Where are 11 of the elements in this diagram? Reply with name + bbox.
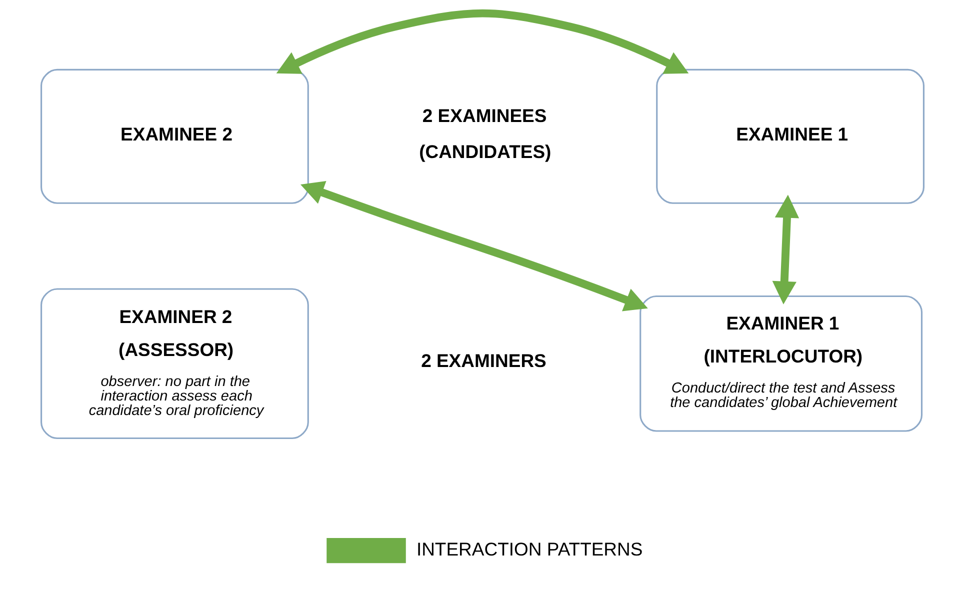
- label: 2 EXAMINERS: [420, 350, 546, 372]
- label: 2 EXAMINEES: [422, 105, 546, 126]
- node-box: EXAMINEE 2: [40, 68, 308, 204]
- arrow: [276, 9, 688, 74]
- node-box: EXAMINER 1 (INTERLOCUTOR) Conduct/direct the test and Assess the candidates’ global Achievement: [639, 295, 922, 432]
- arrow: [772, 194, 799, 304]
- arrow: [300, 181, 648, 312]
- legend-label: INTERACTION PATTERNS: [416, 538, 642, 560]
- node-box: EXAMINEE 1: [656, 68, 924, 204]
- label: (CANDIDATES): [418, 140, 551, 162]
- node-box: EXAMINER 2 (ASSESSOR) observer: no part in the interaction assess each candidate’s oral proficiency: [40, 288, 308, 440]
